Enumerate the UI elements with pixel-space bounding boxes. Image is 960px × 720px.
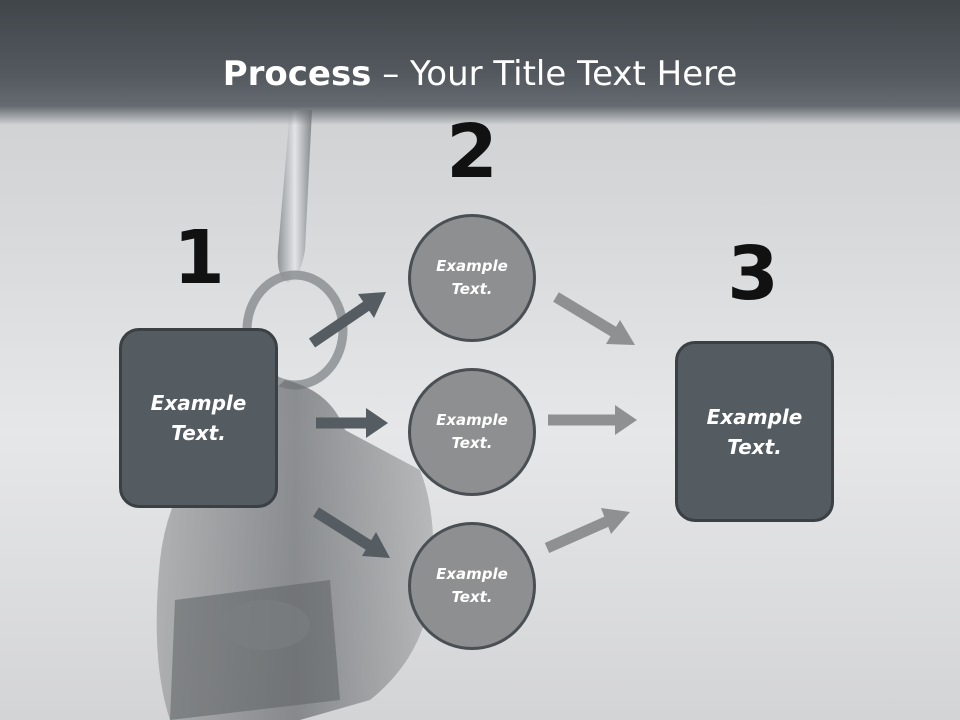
step-2-circle-2: Example Text.	[408, 368, 536, 496]
step-2-circle-3: Example Text.	[408, 522, 536, 650]
title-bar	[0, 0, 960, 125]
title-rest: – Your Title Text Here	[371, 54, 738, 94]
slide-title: Process – Your Title Text Here	[0, 52, 960, 96]
arrow-dark-up	[308, 292, 386, 348]
arrow-dark-right	[316, 408, 388, 438]
step-number-2: 2	[446, 109, 498, 195]
step-number-3: 3	[727, 231, 779, 317]
arrow-dark-down	[313, 507, 390, 558]
step-number-1: 1	[173, 215, 225, 301]
step-3-box: Example Text.	[675, 341, 834, 522]
title-bold: Process	[222, 54, 372, 94]
step-1-box: Example Text.	[119, 328, 278, 508]
arrow-light-down	[553, 292, 635, 345]
step-2-circle-1: Example Text.	[408, 214, 536, 342]
arrow-light-right	[548, 405, 637, 435]
arrow-light-up	[544, 508, 630, 554]
